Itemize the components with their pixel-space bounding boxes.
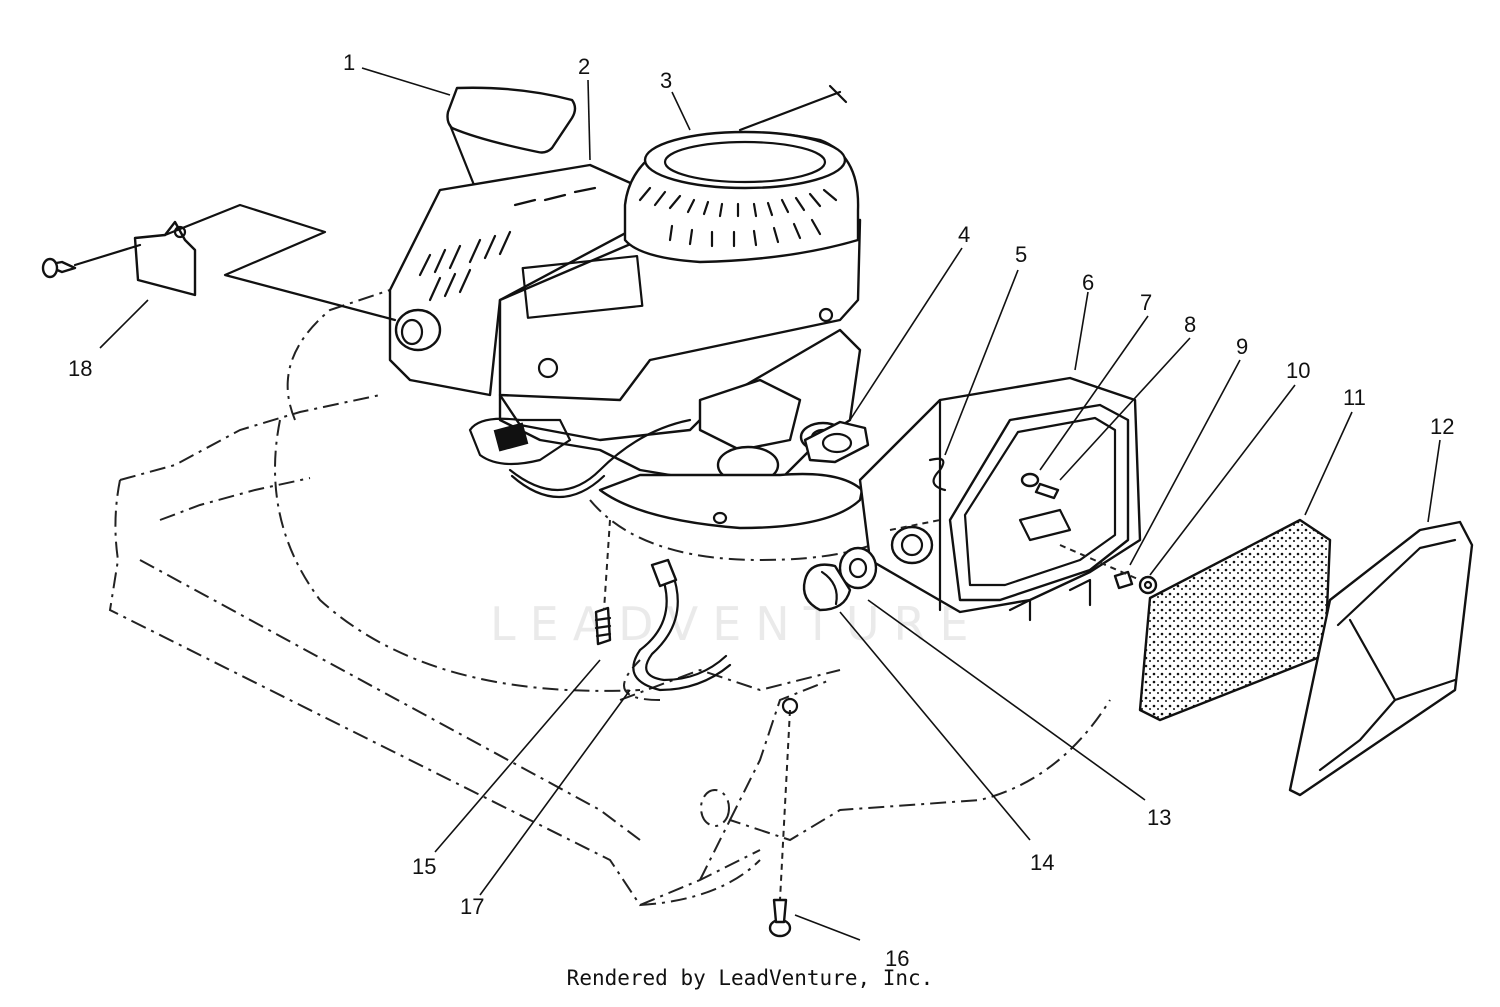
part-9-spacer (1113, 570, 1134, 590)
part-11-foam-filter (1138, 518, 1332, 722)
part-10-nut (1138, 575, 1158, 595)
callout-6: 6 (1082, 270, 1094, 295)
callout-14: 14 (1030, 850, 1054, 875)
watermark-text: LEADVENTURE (490, 597, 983, 651)
part-15-fitting (594, 606, 612, 646)
callout-18: 18 (68, 356, 92, 381)
part-17-fuel-line (632, 558, 732, 692)
fitting-guide-line (603, 519, 611, 611)
part-12-cover (1288, 520, 1474, 797)
callout-5: 5 (1015, 242, 1027, 267)
engine-assembly (388, 84, 864, 530)
callout-10: 10 (1286, 358, 1310, 383)
mower-deck-outline (108, 289, 1111, 907)
part-6-air-cleaner-base (858, 376, 1142, 622)
part-14-primer-bulb (802, 563, 852, 612)
callout-13: 13 (1147, 805, 1171, 830)
assembly-centerline (889, 519, 1141, 581)
leader-lines (99, 67, 1441, 941)
part-5-clip (928, 457, 947, 492)
callout-9: 9 (1236, 334, 1248, 359)
part-4-gasket (803, 420, 870, 464)
callout-1: 1 (343, 50, 355, 75)
part-16-screw (768, 697, 799, 938)
part-18-bracket (41, 203, 397, 322)
callout-7: 7 (1140, 290, 1152, 315)
callout-11: 11 (1343, 385, 1366, 410)
callout-2: 2 (578, 54, 590, 79)
callout-labels: 1 2 3 4 5 6 7 8 9 10 11 12 13 14 15 16 1… (68, 50, 1454, 971)
callout-16: 16 (885, 946, 909, 971)
callout-15: 15 (412, 854, 436, 879)
callout-3: 3 (660, 68, 672, 93)
footer-credit: Rendered by LeadVenture, Inc. (566, 966, 934, 990)
callout-17: 17 (460, 894, 484, 919)
callout-8: 8 (1184, 312, 1196, 337)
part-7-screw (1020, 472, 1060, 500)
callout-12: 12 (1430, 414, 1454, 439)
callout-4: 4 (958, 222, 970, 247)
part-13-retainer (838, 546, 878, 590)
